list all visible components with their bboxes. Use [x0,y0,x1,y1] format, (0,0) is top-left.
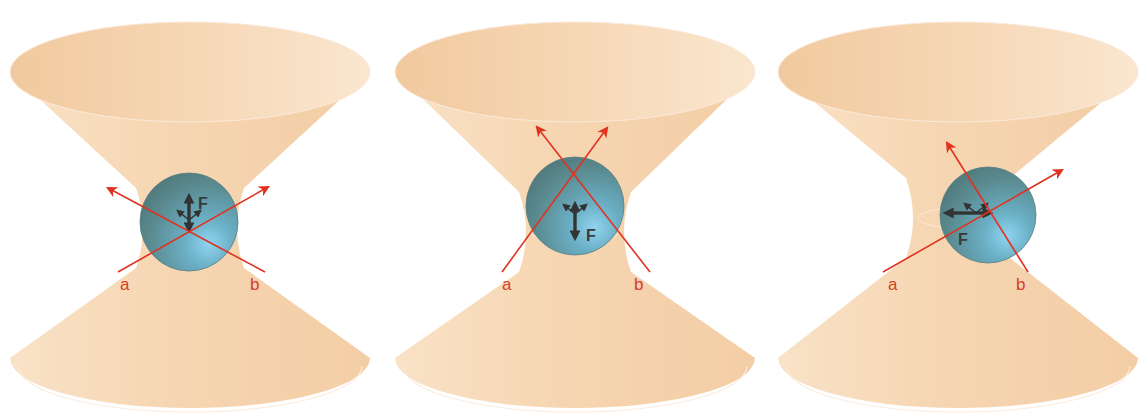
light-ray [537,127,650,272]
beam-bottom-rim [18,366,362,412]
ray-label: a [120,276,129,293]
ray-label: b [1016,276,1025,293]
force-arrows [564,204,586,238]
light-ray [883,170,1062,272]
beam-bottom-rim [786,366,1130,412]
trap-panel [778,22,1138,412]
laser-beam-cone [778,22,1138,408]
dielectric-sphere [140,173,238,271]
force-label: F [958,232,968,248]
trap-panel [10,22,370,412]
light-ray [947,143,1028,272]
ray-label: a [502,276,511,293]
ray-label: b [250,276,259,293]
beam-top-opening [395,22,755,122]
beam-top-opening [10,22,370,122]
laser-beam-cone [10,22,370,408]
trap-panel [395,22,755,412]
force-label: F [198,196,208,212]
force-arrows [178,196,200,230]
beam-bottom-rim [403,366,747,412]
laser-beam-cone [395,22,755,408]
beam-top-opening [778,22,1138,122]
dielectric-sphere [940,167,1036,263]
ray-label: b [634,276,643,293]
ray-label: a [888,276,897,293]
light-ray [108,188,265,272]
light-ray [118,187,268,272]
force-arrows [946,204,990,213]
force-label: F [586,228,596,244]
